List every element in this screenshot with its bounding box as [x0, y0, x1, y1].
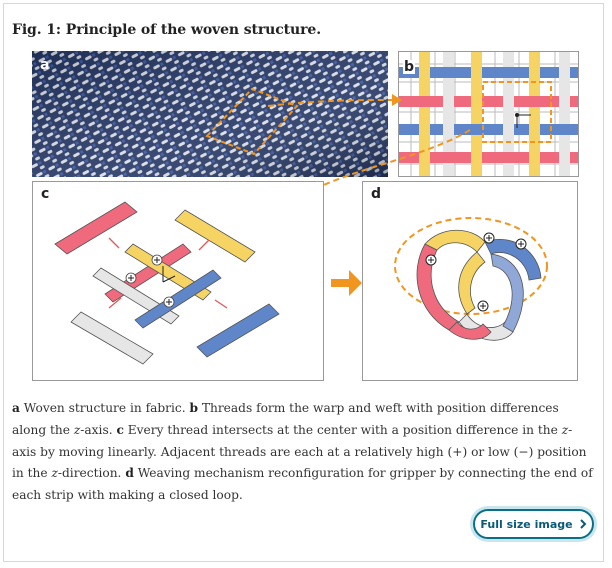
caption-text-c3: -direction. [57, 466, 126, 481]
caption-axis-c: z [561, 422, 569, 437]
caption-axis-c2: z [51, 466, 58, 481]
caption-text-c: Every thread intersects at the center wi… [123, 422, 562, 437]
caption-label-b: b [189, 401, 198, 415]
caption-label-d: d [125, 466, 134, 481]
panel-label-a: a [40, 57, 50, 73]
full-size-image-button[interactable]: Full size image [473, 509, 594, 539]
figure-title: Fig. 1: Principle of the woven structure… [12, 22, 321, 38]
panel-label-b: b [403, 59, 416, 75]
caption-text-c2: -axis by moving linearly. Adjacent threa… [12, 422, 587, 481]
caption-text-a: Woven structure in fabric. [19, 401, 190, 415]
figure-caption: a Woven structure in fabric. b Threads f… [12, 398, 596, 507]
panel-b-weave-grid: b [398, 51, 579, 177]
weave-grid-diagram [399, 52, 578, 176]
caption-label-a: a [12, 401, 20, 415]
panel-c-strip-motion: c [32, 181, 324, 381]
axis-indicator [516, 114, 531, 128]
panel-d-loop-gripper: d [362, 181, 578, 381]
panel-a-fabric-photo: a [32, 51, 388, 177]
full-size-image-label: Full size image [480, 517, 573, 531]
panel-label-c: c [41, 186, 50, 202]
caption-label-c: c [116, 422, 124, 437]
chevron-right-icon [579, 519, 586, 529]
caption-text-d: Weaving mechanism reconfiguration for gr… [12, 466, 593, 503]
panel-label-d: d [371, 186, 382, 202]
strip-diagram [54, 201, 280, 365]
loop-gripper-diagram [394, 217, 548, 341]
caption-text-b2: -axis. [80, 422, 117, 437]
caption-text-b: Threads form the warp and weft with posi… [12, 401, 559, 437]
caption-axis-b: z [73, 422, 81, 437]
highlight-region [482, 81, 552, 143]
fabric-texture [32, 51, 388, 177]
